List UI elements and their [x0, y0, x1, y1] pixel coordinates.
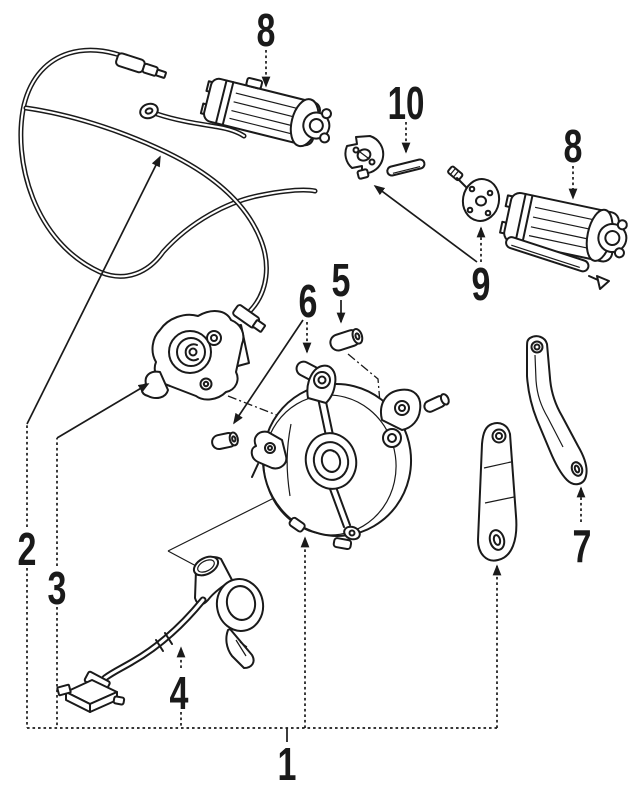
callout-3-label: 3	[48, 562, 67, 614]
part-actuator-right-drawing	[499, 191, 628, 290]
part-bushing-5-drawing	[329, 328, 364, 352]
part-drum-drawing	[250, 364, 450, 551]
part-actuator-top-drawing	[139, 76, 333, 148]
callout-9-label: 9	[472, 258, 491, 310]
part-bracket-4-drawing	[56, 555, 265, 713]
part-cable-drawing	[18, 47, 318, 333]
part-arm-left-drawing	[477, 422, 518, 562]
leader-lines	[26, 50, 586, 742]
part-arm-bent-drawing	[526, 335, 588, 486]
cable-end-fitting-bottom	[232, 304, 266, 333]
callout-5-label: 5	[332, 254, 351, 306]
part-bushing-6b-drawing	[211, 431, 239, 451]
callout-8-top-label: 8	[257, 4, 276, 56]
cable-end-fitting-top	[115, 52, 167, 79]
part-pump-drawing	[140, 310, 250, 401]
callout-6-label: 6	[299, 275, 318, 327]
callout-8-right-label: 8	[564, 120, 583, 172]
callout-7-label: 7	[573, 520, 592, 572]
callout-2-label: 2	[18, 523, 37, 575]
callout-4-label: 4	[170, 667, 189, 719]
callout-1-label: 1	[278, 738, 297, 790]
part-disc-right-drawing	[447, 165, 501, 222]
part-disc-left-drawing	[344, 135, 385, 180]
part-strip-drawing	[386, 158, 426, 177]
callout-labels: 8 10 8 5 6 9 7 2 3 4 1	[18, 4, 592, 790]
callout-10-label: 10	[388, 79, 425, 129]
